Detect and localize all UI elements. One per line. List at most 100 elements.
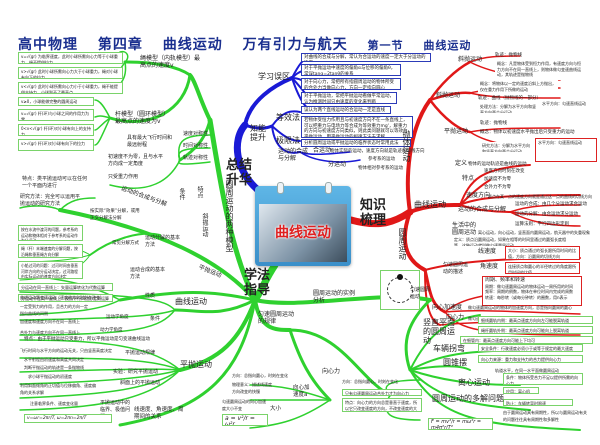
node-conical-pendulum: 圆锥摆: [443, 358, 467, 367]
center-photo: [259, 204, 347, 262]
centripetal-acc-text: 做匀速圆周运动的物体的加速度方向，总是指向圆周的圆心: [468, 305, 572, 310]
symmetry-item: 轨迹对称性: [183, 155, 209, 161]
feature-item: 合外力不为零: [484, 185, 511, 190]
cone-text: 轨道水平，在同一水平面做圆周运动: [495, 368, 559, 373]
equivalent-method-text: 若物体受恒力作用且与初速度方向不在一条直线上，可以把重力与电场力等合成为等效重力…: [301, 116, 413, 138]
node-synthesis-method: 运动合成的基本方法: [130, 267, 166, 280]
node-learning-mistakes: 学习误区: [258, 72, 290, 81]
red-item: 概念：物体以初速度水平抛出后只受重力的运动: [480, 130, 575, 135]
node-horizontal-law: 平抛运动规律: [125, 350, 156, 356]
mistake-item: 对曲线的合成与分解，常认为合运动的速度一定大于分运动的速度: [301, 53, 431, 62]
decompose-item: 小船过河的问题：过河时间由垂直河岸方向的分运动决定，过河路程由实际运动的速度方向…: [18, 261, 83, 279]
red-side-box: 水平方向：匀速直线运动: [535, 138, 597, 162]
red-item: 概念：凡是物体受到恒力作用，有速度方向与恒力方向不在同一直线上，则物体做匀变速曲…: [495, 60, 585, 80]
node-multi-solution: 圆周运动的多解问题: [432, 394, 504, 403]
node-projectile-condition: 条件: [178, 188, 185, 200]
node-horizontal-green: 平抛运动: [180, 360, 212, 369]
velocity-direction-text: 质点在某一点的速度方向就是通过这一点的曲线的切线方向: [488, 194, 592, 199]
node-red-composition: 运动的合成与分解: [458, 206, 507, 213]
node-oblique-throw-b: 斜抛运动: [436, 92, 461, 99]
node-centrifugal: 离心运动: [458, 378, 490, 387]
critical-text: 注意临界条件、速度变化量: [30, 401, 78, 406]
red-item: 处理方法：分解为水平方向和竖直方向两个分运动: [478, 103, 538, 113]
rope-item: v>√(gr) 此时小球所需向心力大于小球重力，绳对小球有向下的拉力: [18, 67, 123, 79]
node-throw-motion: 抛体运动: [402, 130, 411, 162]
size-note: 匀速圆周运动的向心加速度大小不变: [222, 399, 266, 411]
node-green-condition: 条件: [150, 316, 161, 322]
title-subject: 高中物理: [18, 37, 78, 53]
definition-text: 物体的运动轨迹是曲线的运动: [468, 162, 527, 167]
period-title: 周期、频率和转速: [485, 277, 526, 283]
dynamic-text: 合外力与速度方向不在同一直线上: [20, 330, 80, 335]
max-range-text: 具有最大飞行时间和最远射程: [127, 135, 173, 148]
acc-formula: a = v²/r = ω²r: [222, 414, 268, 426]
center-title: 曲线运动: [275, 225, 331, 241]
node-limit-method: 极限法: [276, 136, 300, 145]
composition-feature: 特点：类平抛运动可以在任何一个平面内进行: [22, 176, 88, 189]
node-definition: 定义: [455, 160, 468, 167]
node-kinematic: 运动学角度: [106, 315, 129, 320]
centrifugal-item: 条件：物体所受合力不足以提供所需的向心力: [503, 373, 583, 385]
limit-method-text: 分析圆周运动或平抛运动的临界状态时常用此法: [301, 139, 411, 147]
symmetry-item: 时间对称性: [183, 143, 209, 149]
node-uniform-circular: 匀速圆周运动: [410, 287, 431, 300]
red-item: 轨迹：抛物线: [480, 121, 507, 126]
symmetry-item: 速度对称性: [183, 131, 209, 137]
node-centripetal-acc: 向心加速度: [432, 304, 463, 311]
node-curved-motion: 曲线运动: [414, 200, 446, 209]
red-side-item: 水平方向：匀速直线运动: [540, 100, 595, 114]
force-item: 方向：总指向圆心，时刻在变化: [342, 379, 398, 384]
node-projectile-feature: 特点: [196, 186, 203, 198]
node-decompose-sub: 常见分解方式: [112, 241, 139, 246]
linear-velocity-text: 大小：质点通过的弧长跟所用时间的比值，方向：沿圆周的切线方向: [505, 246, 580, 260]
mistake-item: 对于平抛运动，常把平抛运动看做平常运动，认为推测时间只由速度的变化来判断: [301, 92, 397, 104]
nature-item: 一定受到力的作用，且合力的方向一定指向曲线的凹侧: [20, 304, 88, 316]
node-size: 大小: [270, 406, 282, 412]
vertical-item: 细线圆轨内侧：最高点速度方向向左可能脱离轨道: [478, 316, 593, 324]
hub-knowledge: 知识梳理: [359, 198, 386, 228]
title-chapter: 第四章: [97, 37, 143, 53]
red-item: 概念：将物体以一定的速度沿斜上方抛出，仅在重力作用下所做的运动: [478, 80, 558, 93]
node-curved-green: 曲线运动: [175, 297, 207, 306]
node-linear-velocity: 线速度: [478, 248, 497, 255]
node-uniform-law: 匀速圆周运动的规律: [258, 311, 295, 325]
node-oblique-throw-a: 斜抛运动: [458, 56, 483, 63]
period-item: 转速：每秒转（或每分钟转）的圈数，用n表示: [485, 294, 568, 300]
force-formula: F = mv²/r = mω²r = m4π²r/T²: [428, 418, 493, 430]
horizontal-feature: 特点：由于平抛运动只受重力，所以平抛运动是匀变速曲线运动: [24, 337, 150, 342]
decompose-item: 绳（杆）末端速度的分解问题，按沿绳和垂直绳方向分解: [18, 244, 83, 258]
multi-text: 由于圆周运动具有周期性，所以与圆周运动有关的问题往往具有周期性和多解性: [503, 410, 587, 422]
hub-method: 学法指导: [243, 268, 270, 298]
mistake-item: 对于平抛运动中速度的偏角α与位移的偏角θ，常误tanα=2tanθ的关系: [301, 64, 401, 76]
title-chapter-topic2: 万有引力与航天: [242, 37, 348, 53]
period-item: 周期：做匀速圆周运动的物体运动一周所用的时间: [485, 283, 573, 289]
node-experiment: 实验：研究平抛运动: [113, 369, 159, 375]
page-title: 高中物理 第四章 曲线运动 万有引力与航天 第一节 曲线运动: [18, 34, 485, 54]
exp-item: 判断平抛运动的轨迹是一条抛物线: [24, 365, 84, 370]
component-item: 参考系的运动: [368, 157, 395, 162]
mistake-item: 误认为两个直线运动的合运动一定是直线运动: [301, 106, 391, 114]
node-decompose-method: 运动分解的基本方法: [145, 235, 181, 248]
vertical-item: 在细管内：最高点速度方向可能上下均可: [460, 336, 593, 344]
composition-method: 研究方法：完全可以运用平抛运动的研究方法: [20, 194, 81, 207]
law-item: 水平射程由初速度和高度共同决定: [24, 357, 84, 362]
life-circular-text: 离心运动，向心运动，竖直面内圆周运动，航天器中的失重现象: [478, 230, 590, 235]
acc-direction: 方向：总指向圆心，时刻在变化: [232, 373, 288, 378]
law-item: 飞行时间与水平方向的运动无关，只由竖直高度决定: [20, 348, 112, 353]
centrifugal-item: 应用：离心机: [503, 387, 539, 394]
hub-summary: 总结升华: [225, 158, 252, 188]
period-box: 周期、频率和转速 周期：做匀速圆周运动的物体运动一周所用的时间 频率：周期的倒数…: [482, 276, 582, 306]
decompose-item: 按在水流中渡河的问题，参考系的运动和物体相对于参考系的运动作为分运动: [18, 225, 83, 241]
node-nature: 性质: [145, 293, 156, 299]
component-item: 物体相对参考系的运动: [358, 166, 403, 171]
rod-item: v≥0，小球能做完整的圆周运动: [18, 97, 94, 106]
node-centripetal-force-green: 向心力: [322, 368, 341, 375]
uniform-def: 定义：质点沿圆周运动，如果在相等的时间里通过的圆弧长度相等，这种运动就叫做匀速圆…: [452, 236, 572, 246]
node-equivalent-method: 等效法: [276, 113, 300, 122]
title-section-topic: 曲线运动: [423, 39, 472, 52]
angular-velocity-text: 连接质点和圆心的半径转过的角度跟所用时间的比值: [505, 262, 580, 274]
title-section: 第一节: [367, 39, 404, 52]
comp-item: 运动的合成：由几个分运动求合运动: [515, 202, 587, 207]
condition-item: 初速度不为零，且与水平方向成一定角度: [108, 154, 164, 167]
title-chapter-topic: 曲线运动: [162, 37, 223, 53]
